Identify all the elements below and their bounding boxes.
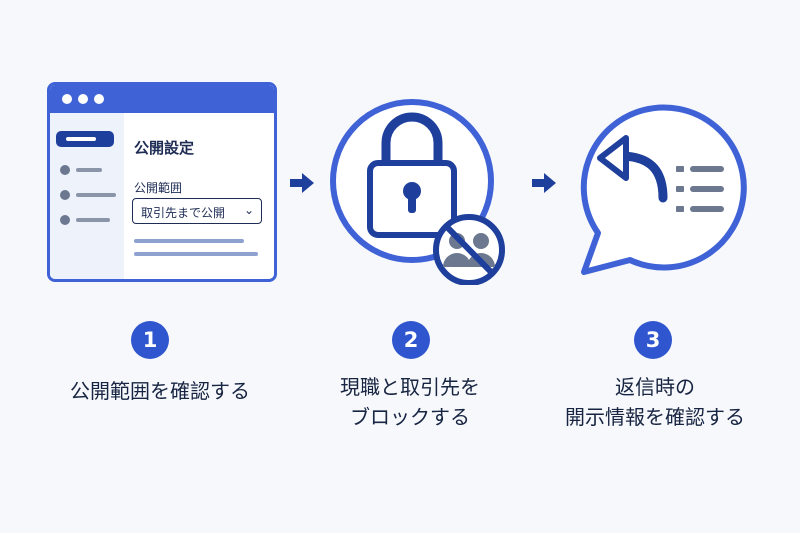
no-people-icon bbox=[433, 214, 505, 285]
chevron-down-icon: ⌄ bbox=[243, 203, 254, 217]
step1-caption: 公開範囲を確認する bbox=[70, 379, 250, 403]
window-title: 公開設定 bbox=[134, 139, 195, 157]
step3-caption: 返信時の 開示情報を確認する bbox=[540, 372, 770, 432]
sidebar-item-active bbox=[56, 131, 114, 147]
sidebar-item bbox=[60, 165, 120, 175]
window-sidebar bbox=[50, 113, 124, 279]
list-icon bbox=[676, 166, 724, 212]
step-number-3: 3 bbox=[634, 321, 672, 359]
reply-arrow-icon bbox=[597, 135, 668, 203]
step2-caption: 現職と取引先を ブロックする bbox=[300, 372, 520, 432]
visibility-select: 取引先まで公開 ⌄ bbox=[132, 198, 262, 224]
step3-caption-line1: 返信時の bbox=[615, 375, 695, 399]
field-label: 公開範囲 bbox=[134, 181, 183, 195]
step-number-2: 2 bbox=[392, 321, 430, 359]
step2-caption-line1: 現職と取引先を bbox=[340, 375, 480, 399]
select-value: 取引先まで公開 bbox=[141, 206, 226, 220]
sidebar-item bbox=[60, 215, 120, 225]
placeholder-line bbox=[134, 239, 244, 243]
arrow-right-icon bbox=[532, 173, 556, 193]
padlock-icon bbox=[367, 112, 457, 238]
arrow-right-icon bbox=[290, 173, 314, 193]
lock-circle-icon bbox=[330, 99, 505, 285]
step-number-1: 1 bbox=[131, 321, 169, 359]
window-dot bbox=[94, 94, 104, 104]
window-titlebar bbox=[50, 85, 274, 113]
settings-window-icon: 公開設定 公開範囲 取引先まで公開 ⌄ bbox=[47, 82, 277, 282]
placeholder-line bbox=[134, 252, 258, 256]
window-dot bbox=[78, 94, 88, 104]
step3-caption-line2: 開示情報を確認する bbox=[565, 405, 745, 429]
speech-bubble-icon bbox=[580, 104, 747, 275]
step2-caption-line2: ブロックする bbox=[350, 405, 470, 429]
sidebar-item bbox=[60, 190, 120, 200]
window-dot bbox=[62, 94, 72, 104]
